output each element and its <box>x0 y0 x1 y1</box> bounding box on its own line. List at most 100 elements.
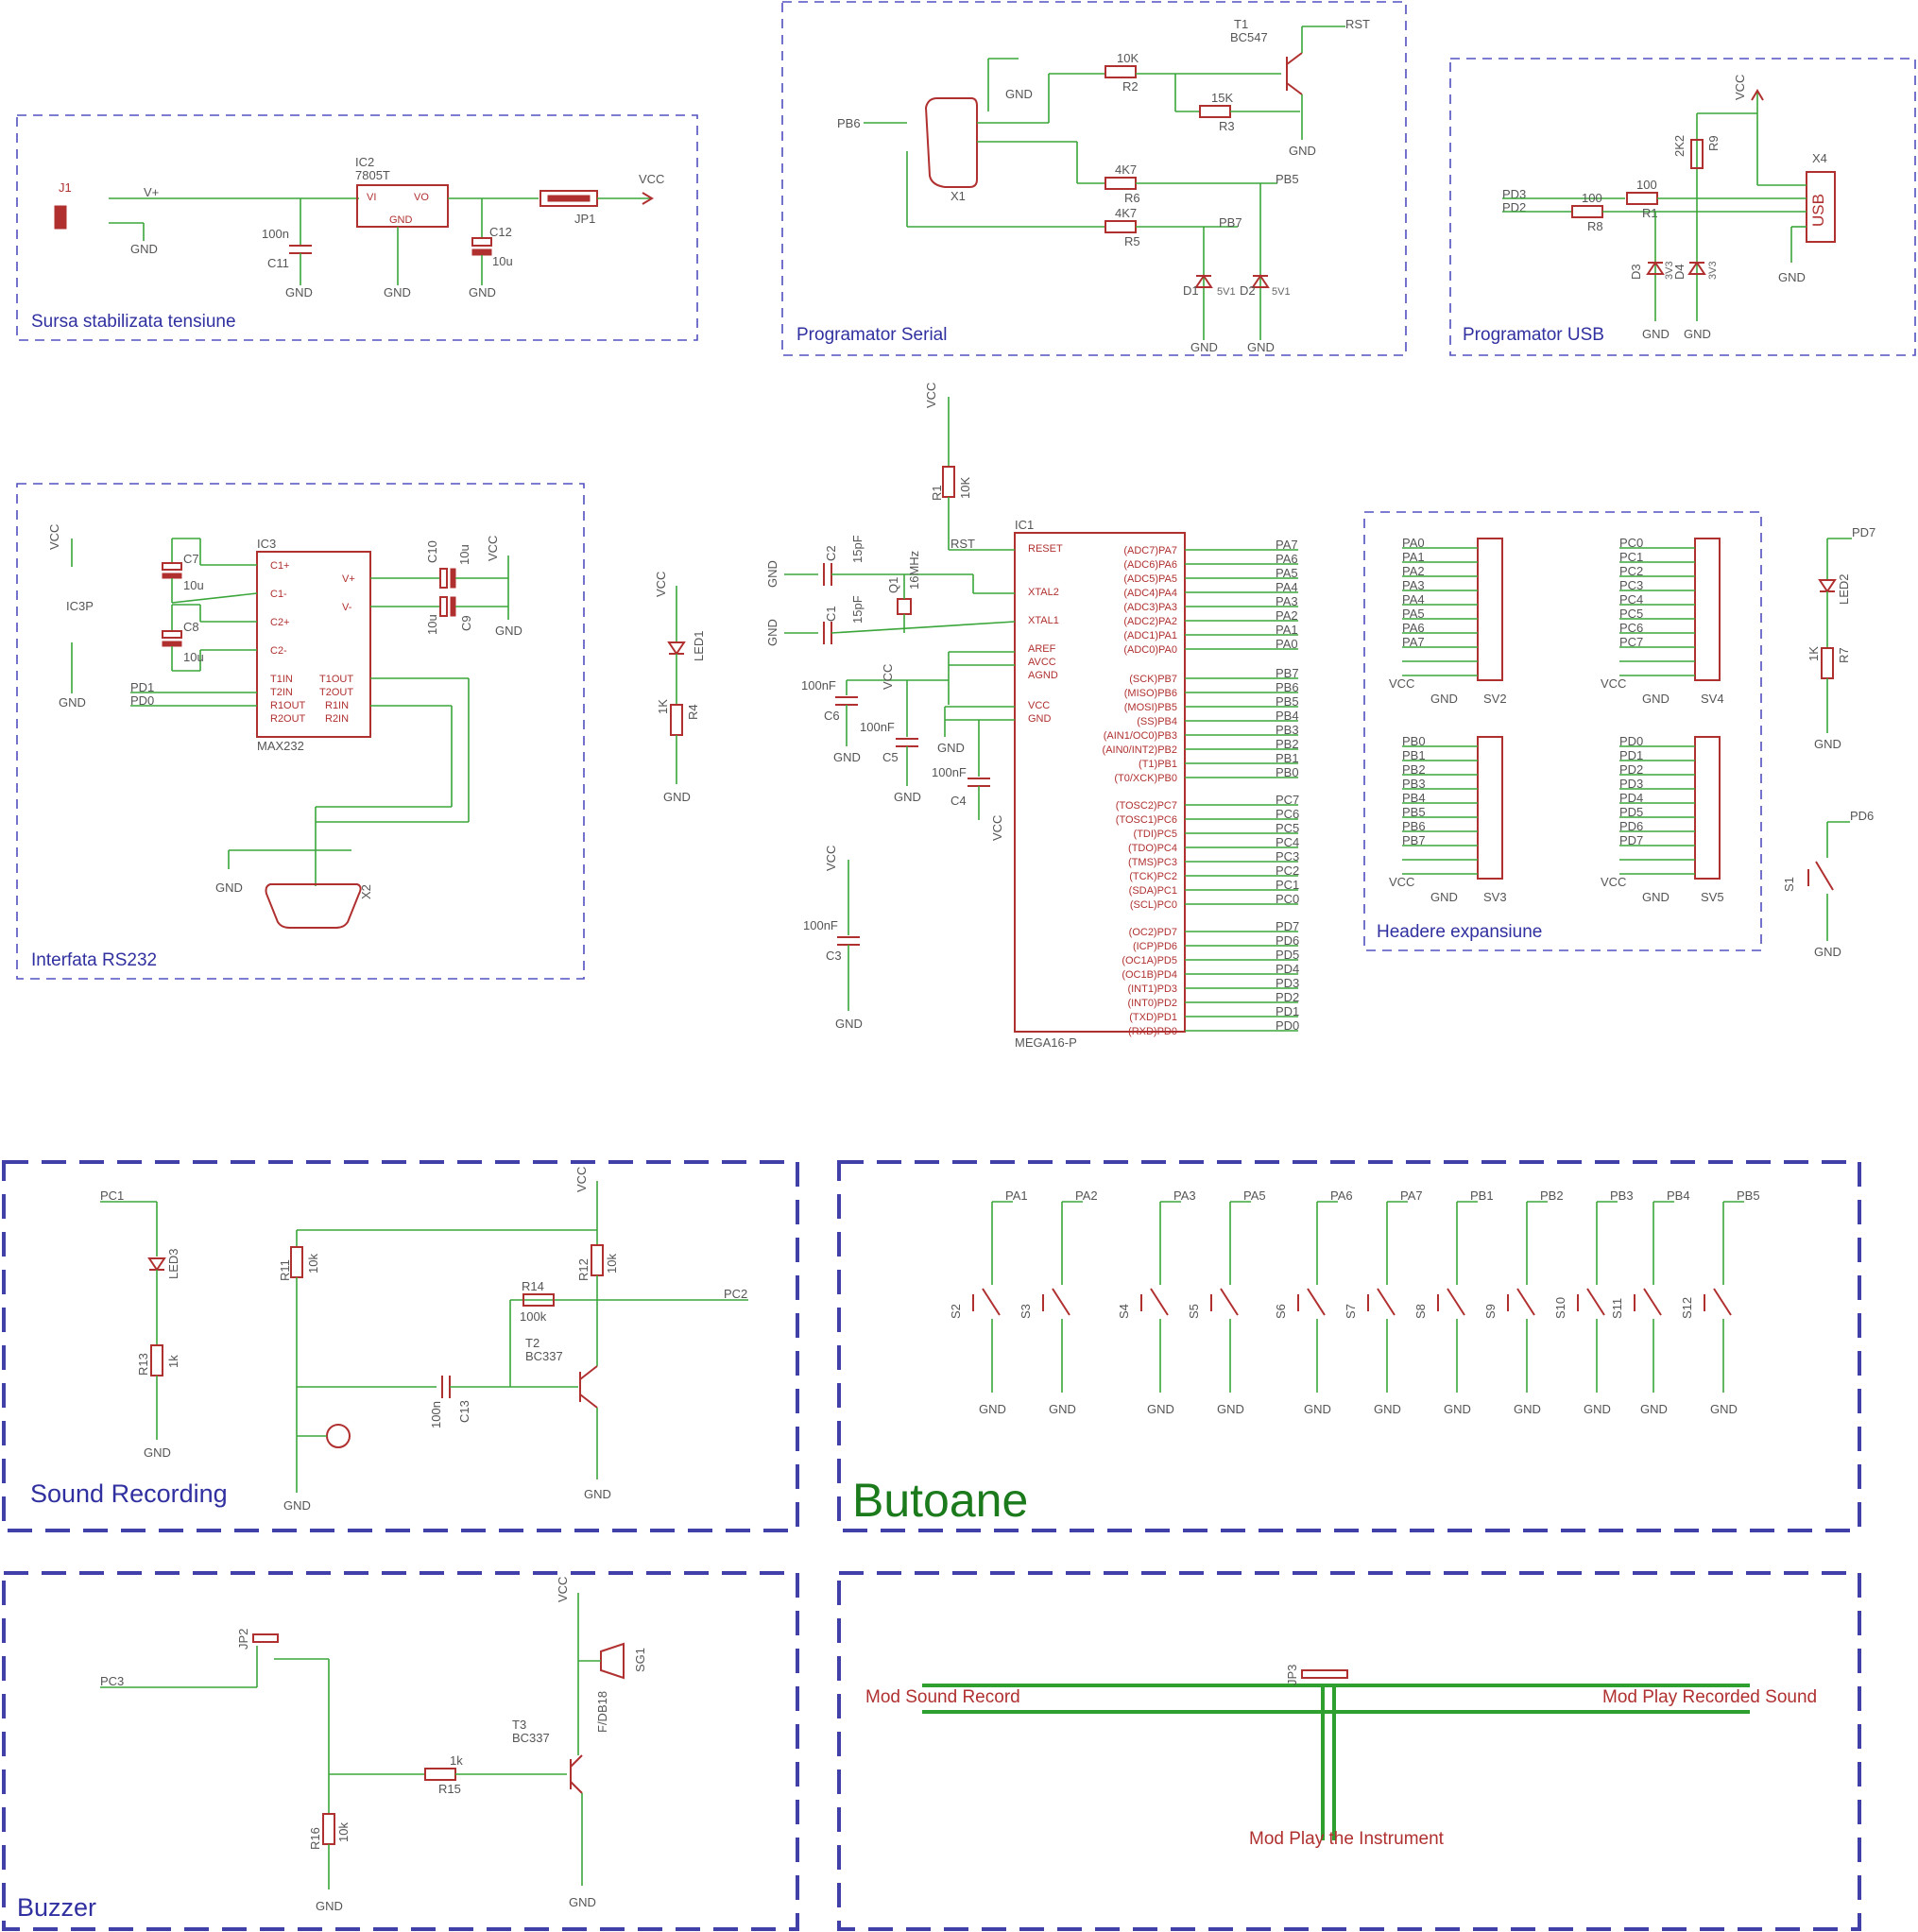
d4-zener <box>1687 261 1706 275</box>
pc3-buzzer: PC3 <box>100 1674 124 1688</box>
x4-label: X4 <box>1812 151 1827 165</box>
serial-programmer-circuit: PB6 X1 GND 10K R2 15K R3 T1 BC547 RST GN… <box>837 17 1370 354</box>
vcc-buzzer: VCC <box>556 1577 570 1602</box>
frame-serial-programmer <box>781 1 1407 356</box>
header-net-sv4_nets-2: PC2 <box>1619 564 1643 578</box>
button-switch-10[interactable] <box>1713 1288 1732 1316</box>
header-net-sv2_nets-0: PA0 <box>1402 536 1425 550</box>
x2-label: X2 <box>359 884 373 899</box>
ic1-net-pc5: PC2 <box>1276 863 1299 878</box>
t1-type: BC547 <box>1230 30 1268 44</box>
button-switch-9[interactable] <box>1643 1288 1662 1316</box>
r14-label: R14 <box>522 1279 544 1293</box>
led2-circuit: PD7 LED2 1K R7 GND <box>1807 525 1875 751</box>
button-gnd-4: GND <box>1304 1402 1331 1416</box>
button-switch-0[interactable] <box>982 1288 1001 1316</box>
ic1-net-pc4: PC3 <box>1276 849 1299 863</box>
gnd-d1: GND <box>1190 340 1218 354</box>
c4-value: 100nF <box>932 765 967 779</box>
vcc-rs232: VCC <box>486 536 500 561</box>
ic1-pin-xtal1: XTAL1 <box>1028 615 1059 626</box>
header-net-sv3_nets-0: PB0 <box>1402 734 1426 748</box>
vcc-c4: VCC <box>990 815 1004 841</box>
ic1-net-pd2: PD5 <box>1276 948 1299 962</box>
pd1-rs232: PD1 <box>130 680 154 694</box>
button-switch-8[interactable] <box>1586 1288 1605 1316</box>
ic1-net-pa6: PA1 <box>1276 623 1298 637</box>
r6-label: R6 <box>1124 191 1140 205</box>
button-switch-4[interactable] <box>1307 1288 1326 1316</box>
q1-value: 16MHz <box>907 551 921 590</box>
r13-label: R13 <box>136 1353 150 1376</box>
c13-label: C13 <box>457 1400 471 1423</box>
ic1-net-pd5: PD2 <box>1276 990 1299 1004</box>
sg1-buzzer <box>600 1642 625 1680</box>
button-switch-3[interactable] <box>1220 1288 1239 1316</box>
button-label-4: S6 <box>1274 1304 1288 1319</box>
r8-value: 100 <box>1582 191 1602 205</box>
gnd-sv3: GND <box>1430 890 1458 904</box>
ic1-net-pa3: PA4 <box>1276 580 1298 594</box>
ic2-vi: VI <box>367 192 376 203</box>
ic1-net-pa7: PA0 <box>1276 637 1298 651</box>
button-switch-6[interactable] <box>1447 1288 1465 1316</box>
button-net-3: PA5 <box>1243 1188 1266 1203</box>
vcc-sv2: VCC <box>1389 676 1414 691</box>
sv5-label: SV5 <box>1701 890 1724 904</box>
ic1-pin-pa5: (ADC2)PA2 <box>1123 616 1177 627</box>
button-net-2: PA3 <box>1173 1188 1196 1203</box>
frame-power <box>16 114 698 341</box>
r5-resistor <box>1105 220 1137 233</box>
header-net-sv4_nets-0: PC0 <box>1619 536 1643 550</box>
usb-section-title: Programator USB <box>1463 325 1604 345</box>
vcc-c5: VCC <box>881 664 895 690</box>
ic3-pin-vminus: V- <box>342 602 352 613</box>
pd7-led2: PD7 <box>1852 525 1875 539</box>
c13-value: 100n <box>429 1401 443 1428</box>
t2-label: T2 <box>525 1336 539 1350</box>
header-net-sv4_nets-6: PC6 <box>1619 621 1643 635</box>
c11-value: 100n <box>262 227 289 241</box>
ic1-net-pa2: PA5 <box>1276 566 1298 580</box>
ic3-label: IC3 <box>257 537 276 551</box>
r12-value: 10k <box>605 1254 619 1274</box>
r3-label: R3 <box>1219 119 1235 133</box>
ic1-pin-pd2: (OC1A)PD5 <box>1122 955 1177 966</box>
button-switch-7[interactable] <box>1516 1288 1535 1316</box>
header-net-sv3_nets-5: PB5 <box>1402 805 1426 819</box>
ic1-pin-pc2: (TDI)PC5 <box>1134 829 1177 840</box>
ic1-net-pa5: PA2 <box>1276 608 1298 623</box>
ic1-pin-xtal2: XTAL2 <box>1028 587 1059 598</box>
vplus-label: V+ <box>144 185 159 199</box>
header-net-sv3_nets-3: PB3 <box>1402 777 1426 791</box>
r13-resistor <box>150 1344 163 1376</box>
ic1-pin-pd5: (INT0)PD2 <box>1127 998 1177 1009</box>
gnd-sv2: GND <box>1430 692 1458 706</box>
gnd-t1: GND <box>1289 144 1316 158</box>
button-label-8: S10 <box>1553 1297 1567 1319</box>
button-label-3: S5 <box>1187 1304 1201 1319</box>
button-switch-5[interactable] <box>1377 1288 1396 1316</box>
button-net-5: PA7 <box>1400 1188 1423 1203</box>
c9-label: C9 <box>459 615 473 631</box>
usb-text: USB <box>1809 194 1827 227</box>
ic2-label: IC2 <box>355 155 374 169</box>
gnd-sv4: GND <box>1642 692 1670 706</box>
ic1-pin-pa0: (ADC7)PA7 <box>1123 545 1177 556</box>
c9-value: 10u <box>425 614 439 635</box>
ic3-pin-t1out: T1OUT <box>319 674 353 685</box>
ic1-pin-pd0: (OC2)PD7 <box>1129 927 1177 938</box>
d2-label: D2 <box>1240 283 1256 298</box>
button-net-1: PA2 <box>1075 1188 1098 1203</box>
button-switch-2[interactable] <box>1150 1288 1169 1316</box>
button-gnd-3: GND <box>1217 1402 1244 1416</box>
c3-label: C3 <box>826 949 842 963</box>
vcc-ic3p: VCC <box>47 524 61 550</box>
ic1-net-pd1: PD6 <box>1276 933 1299 948</box>
jp2-jumper <box>252 1633 279 1643</box>
ic1-net-pb2: PB5 <box>1276 694 1299 709</box>
ic1-net-pb0: PB7 <box>1276 666 1299 680</box>
ic1-net-pb4: PB3 <box>1276 723 1299 737</box>
button-switch-1[interactable] <box>1052 1288 1070 1316</box>
